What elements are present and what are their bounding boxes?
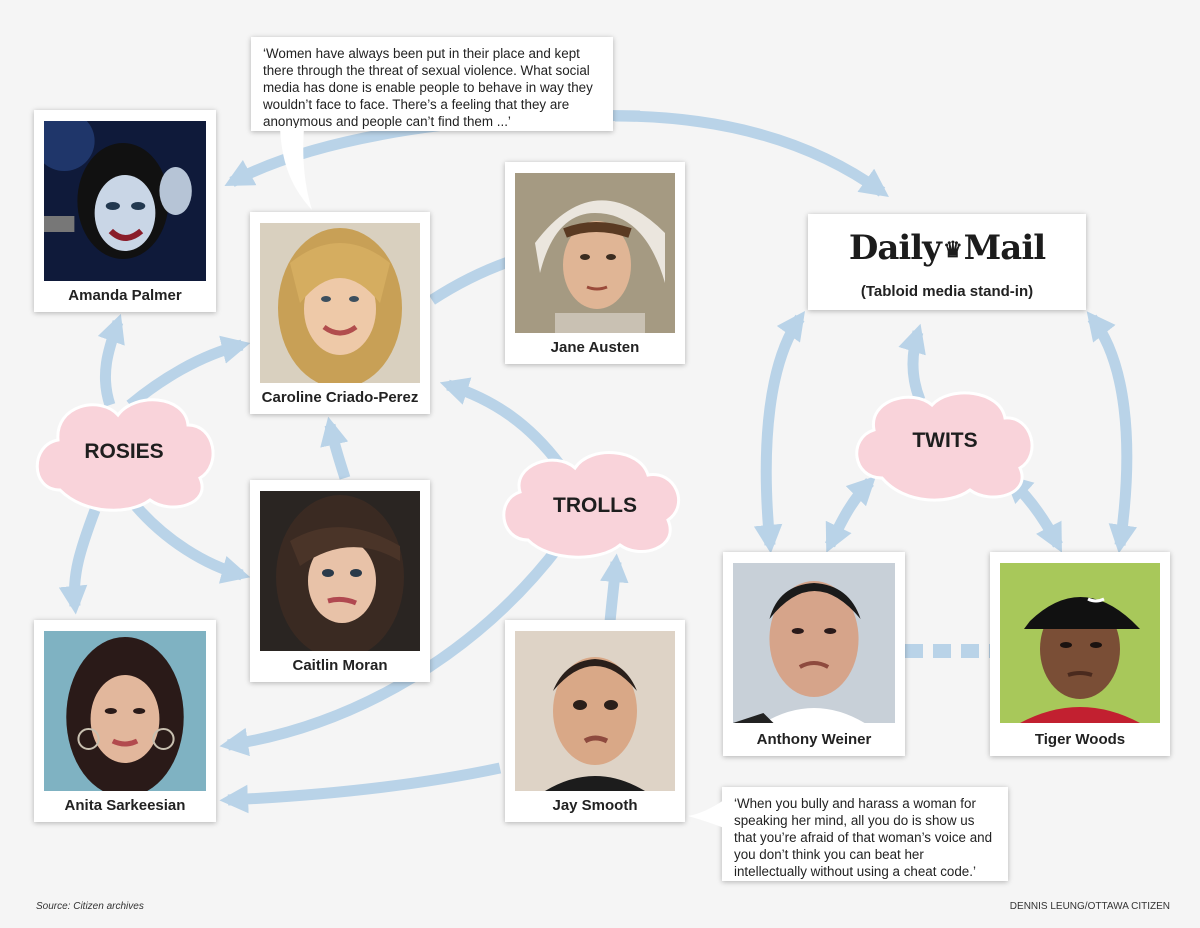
daily-mail-logo: Daily♛Mail <box>808 228 1086 268</box>
arrow-jay-to-trolls <box>600 553 629 623</box>
card-jane-austen: Jane Austen <box>505 162 685 364</box>
photo-anita-sarkeesian <box>44 631 206 791</box>
name-anthony-weiner: Anthony Weiner <box>756 731 872 748</box>
rosies-label: ROSIES <box>84 440 164 463</box>
card-anita-sarkeesian: Anita Sarkeesian <box>34 620 216 822</box>
arrow-trolls-to-caroline <box>439 377 565 469</box>
source-note: Source: Citizen archives <box>36 901 144 912</box>
name-jane-austen: Jane Austen <box>550 339 640 356</box>
logo-right-word: Mail <box>963 228 1046 268</box>
quote-bottom: ‘When you bully and harass a woman for s… <box>722 787 1008 881</box>
crest-icon: ♛ <box>942 237 963 263</box>
trolls-label: TROLLS <box>553 494 637 517</box>
card-jay-smooth: Jay Smooth <box>505 620 685 822</box>
card-anthony-weiner: Anthony Weiner <box>723 552 905 756</box>
cloud-trolls <box>502 451 680 559</box>
card-daily-mail: Daily♛Mail (Tabloid media stand-in) <box>808 214 1086 310</box>
card-caroline-criado-perez: Caroline Criado-Perez <box>250 212 430 414</box>
name-anita-sarkeesian: Anita Sarkeesian <box>64 797 186 814</box>
arrow-rosies-to-caroline <box>126 335 251 410</box>
quote-bottom-text: ‘When you bully and harass a woman for s… <box>734 796 993 879</box>
photo-caroline-criado-perez <box>260 223 420 383</box>
name-tiger-woods: Tiger Woods <box>1034 731 1126 748</box>
cloud-twits <box>855 391 1034 502</box>
arrow-rosies-to-amanda <box>97 313 125 407</box>
quote-bottom-tail <box>688 800 724 828</box>
twits-label: TWITS <box>912 429 978 452</box>
arrow-quote-to-dailymail <box>614 110 889 198</box>
logo-left-word: Daily <box>848 228 942 268</box>
photo-jay-smooth <box>515 631 675 791</box>
name-jay-smooth: Jay Smooth <box>552 797 638 814</box>
card-caitlin-moran: Caitlin Moran <box>250 480 430 682</box>
arrow-tiger-dailymail <box>1086 311 1137 554</box>
quote-top-text: ‘Women have always been put in their pla… <box>263 46 593 129</box>
card-tiger-woods: Tiger Woods <box>990 552 1170 756</box>
arrow-rosies-to-caitlin <box>130 501 251 584</box>
arrow-weiner-dailymail <box>753 311 805 554</box>
arrow-weiner-twits <box>825 475 877 553</box>
photo-tiger-woods <box>1000 563 1160 723</box>
photo-amanda-palmer <box>44 121 206 281</box>
arrow-caitlin-to-caroline <box>320 416 351 480</box>
card-amanda-palmer: Amanda Palmer <box>34 110 216 312</box>
daily-mail-caption: (Tabloid media stand-in) <box>860 283 1034 300</box>
name-caroline-criado-perez: Caroline Criado-Perez <box>261 389 419 406</box>
arrow-jay-to-anita <box>219 762 502 814</box>
arrow-rosies-to-anita <box>58 508 101 615</box>
photo-anthony-weiner <box>733 563 895 723</box>
name-amanda-palmer: Amanda Palmer <box>68 287 182 304</box>
cloud-rosies <box>35 398 215 512</box>
arrow-caroline-jane-link <box>428 256 510 305</box>
photo-jane-austen <box>515 173 675 333</box>
photo-credit: DENNIS LEUNG/OTTAWA CITIZEN <box>1009 901 1170 912</box>
photo-caitlin-moran <box>260 491 420 651</box>
quote-top: ‘Women have always been put in their pla… <box>251 37 613 131</box>
arrow-twits-to-dailymail <box>898 323 926 403</box>
quote-top-tail <box>280 128 312 210</box>
name-caitlin-moran: Caitlin Moran <box>292 657 388 674</box>
